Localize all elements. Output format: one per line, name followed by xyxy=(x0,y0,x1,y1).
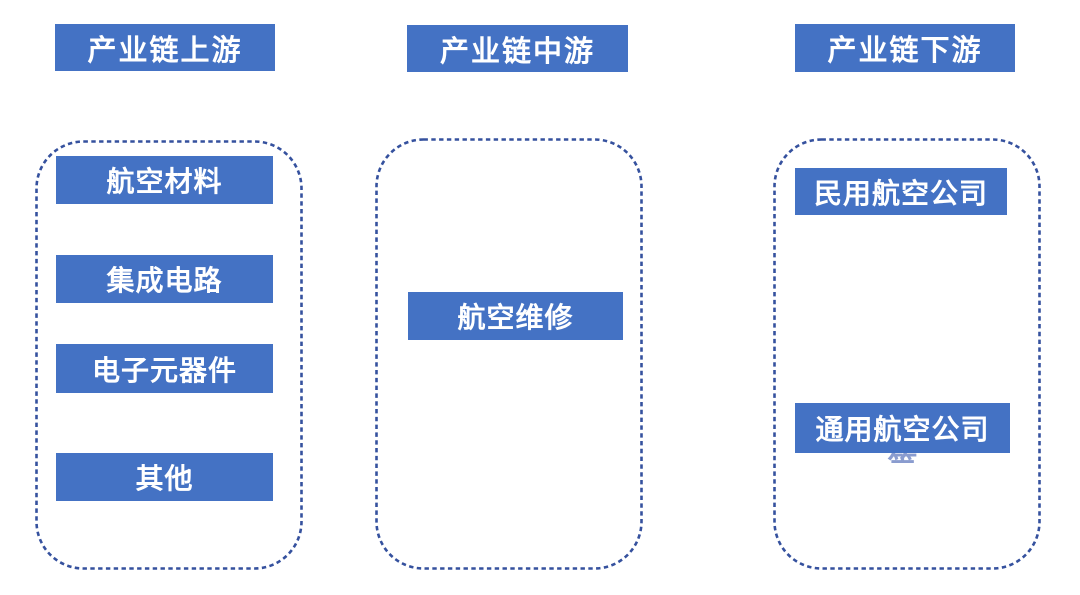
dashed-border xyxy=(35,140,303,570)
node-electronic-components: 电子元器件 xyxy=(56,344,273,393)
midstream-container xyxy=(375,138,643,570)
node-general-aviation-companies: 通用航空公司 xyxy=(795,403,1010,453)
node-other: 其他 xyxy=(56,453,273,501)
dashed-border xyxy=(375,138,643,570)
node-aviation-maintenance: 航空维修 xyxy=(408,292,623,340)
header-midstream: 产业链中游 xyxy=(407,25,628,72)
node-integrated-circuits: 集成电路 xyxy=(56,255,273,303)
header-upstream: 产业链上游 xyxy=(55,24,275,71)
upstream-container xyxy=(35,140,303,570)
clipped-overflow-char: 等 xyxy=(795,453,1010,463)
node-aviation-materials: 航空材料 xyxy=(56,156,273,204)
node-civil-aviation-companies: 民用航空公司 xyxy=(795,168,1007,215)
header-downstream: 产业链下游 xyxy=(795,24,1015,72)
